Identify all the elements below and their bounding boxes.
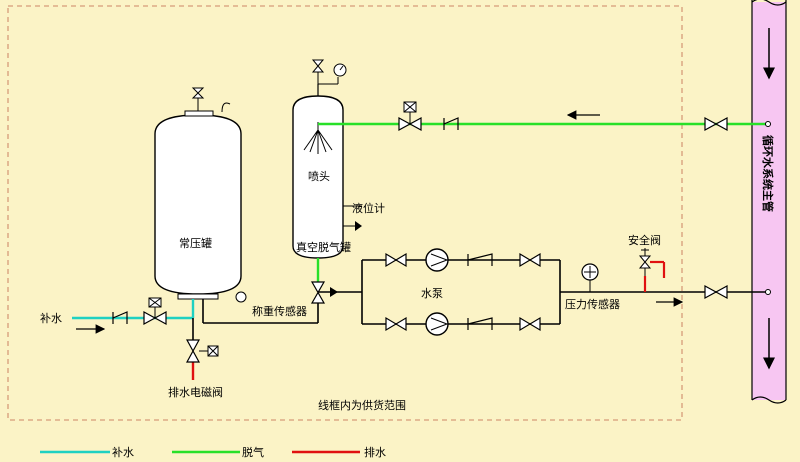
safety-valve-label: 安全阀 [628,233,661,247]
makeup-water-line [72,297,195,334]
pump-skid [361,248,561,336]
atmospheric-tank-label: 常压罐 [179,237,212,250]
pressure-sensor-label: 压力传感器 [565,298,620,311]
discharge-line [560,248,771,307]
supply-scope-frame [7,5,683,421]
weighing-sensor [235,291,247,303]
level-gauge-label: 液位计 [352,201,385,215]
vacuum-degas-tank-label: 真空脱气罐 [296,240,351,254]
drain-solenoid-label: 排水电磁阀 [168,385,223,399]
legend-degas-label: 脱气 [242,445,264,459]
degas-return-line [345,101,771,132]
main-pipe-label: 循环水系统主管 [761,135,775,212]
makeup-water-label: 补水 [40,312,62,325]
legend-makeup-label: 补水 [112,446,134,459]
main-pipe [751,0,787,404]
legend-drain-label: 排水 [364,445,386,459]
drain-line [185,318,219,380]
suction-piping [202,281,362,324]
pump-label: 水泵 [421,287,443,300]
scope-note: 线框内为供货范围 [318,398,406,412]
spray-head-label: 喷头 [308,170,330,183]
vacuum-degas-tank [292,59,362,259]
weighing-sensor-label: 称重传感器 [252,304,307,318]
atmospheric-tank [154,87,242,300]
